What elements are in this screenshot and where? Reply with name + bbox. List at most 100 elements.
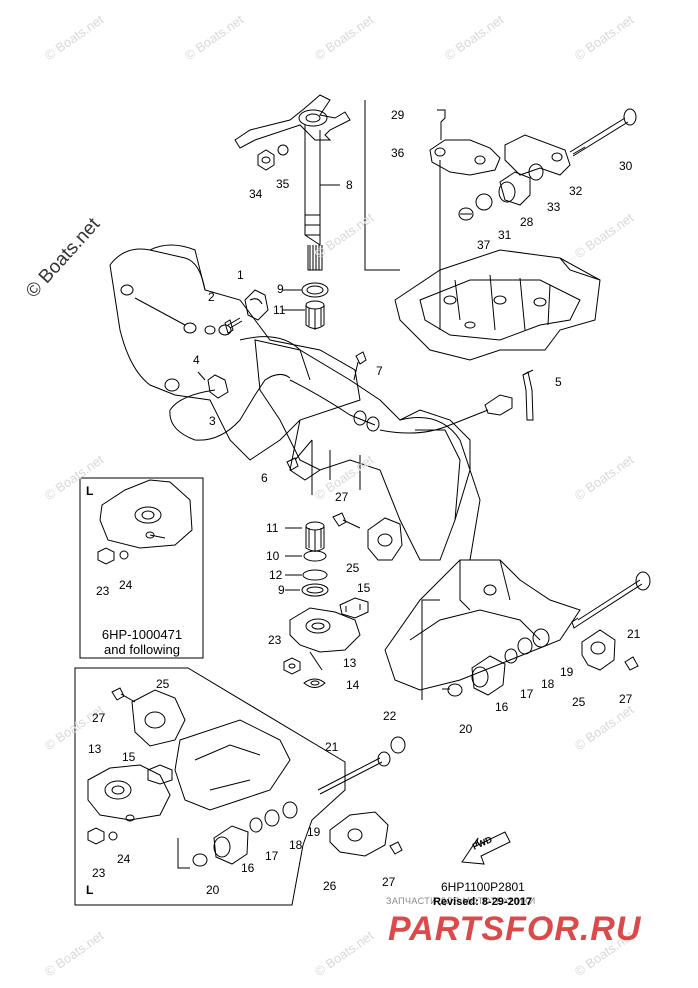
callout-19: 19 xyxy=(560,665,574,679)
callout-16: 16 xyxy=(241,861,255,875)
callout-27: 27 xyxy=(92,711,106,725)
ru-caption: ЗАПЧАСТИ ДЛЯ МОТОТЕХНИКИ xyxy=(386,896,536,906)
callout-25: 25 xyxy=(156,677,170,691)
lead-5 xyxy=(522,371,534,421)
callout-11: 11 xyxy=(273,303,286,317)
callout-35: 35 xyxy=(276,177,290,191)
callout-27: 27 xyxy=(619,692,633,706)
lower-washer-19 xyxy=(282,801,298,819)
mount-28 xyxy=(499,171,531,206)
cap-25 xyxy=(581,629,616,671)
nut-23 xyxy=(283,657,301,675)
lower-spacer-20 xyxy=(192,853,208,867)
callout-7: 7 xyxy=(376,364,383,378)
bracket-15 xyxy=(339,597,369,619)
callout-26: 26 xyxy=(323,879,337,893)
fwd-arrow xyxy=(461,831,511,865)
washer-18 xyxy=(532,628,550,648)
steering-arm xyxy=(234,94,351,149)
washer-35 xyxy=(277,144,289,156)
callout-9: 9 xyxy=(278,583,285,597)
lower-washer-18 xyxy=(264,809,280,827)
spacer-37 xyxy=(458,207,474,221)
callout-2: 2 xyxy=(208,290,215,304)
callout-15: 15 xyxy=(357,581,371,595)
callout-6: 6 xyxy=(261,471,268,485)
bolt-27 xyxy=(332,512,361,529)
callout-25: 25 xyxy=(572,695,586,709)
callout-4: 4 xyxy=(193,353,200,367)
inset-corner-label: L xyxy=(86,484,94,498)
partsfor-logo: PARTSFOR.RU xyxy=(388,910,642,948)
inset-note-line1: 6HP-1000471 xyxy=(101,627,183,642)
washer-19 xyxy=(517,637,533,655)
washer-17 xyxy=(504,648,518,664)
o-ring-10 xyxy=(303,550,327,562)
callout-31: 31 xyxy=(498,228,512,242)
lower-cap-26 xyxy=(329,811,389,857)
clip-14 xyxy=(303,678,326,688)
lower-bracket-25 xyxy=(131,689,186,747)
mount-16 xyxy=(471,655,506,696)
inset-note-line2: and following xyxy=(104,642,180,657)
steering-shaft xyxy=(304,125,321,246)
callout-16: 16 xyxy=(495,700,509,714)
clip-4 xyxy=(207,374,229,399)
washer-9-lower xyxy=(301,583,329,597)
lower-mount-16 xyxy=(213,825,249,865)
lower-bolt-21 xyxy=(317,757,383,795)
callout-1: 1 xyxy=(237,268,244,282)
bolt-30 xyxy=(569,117,629,157)
callout-19: 19 xyxy=(307,825,321,839)
upper-clamp-bracket-outline xyxy=(109,248,361,461)
lower-washer-24 xyxy=(108,831,118,841)
inset-washer-24 xyxy=(119,550,129,560)
washer-9-top xyxy=(301,282,329,298)
inset-nut-23 xyxy=(97,547,115,565)
callout-10: 10 xyxy=(266,549,280,563)
callout-29: 29 xyxy=(391,108,405,122)
callout-8: 8 xyxy=(346,178,353,192)
bolt-27b xyxy=(624,656,639,671)
diagram-code: 6HP1100P2801 xyxy=(441,880,525,894)
lower-washer-17 xyxy=(249,817,263,833)
o-ring-12 xyxy=(302,569,328,581)
lower-inset-frame xyxy=(74,667,346,906)
lower-washer-22 xyxy=(390,736,406,754)
steering-arm-13 xyxy=(289,607,361,653)
bolt-21 xyxy=(577,579,643,625)
callout-23: 23 xyxy=(96,584,110,598)
nut-34 xyxy=(257,149,275,171)
callout-18: 18 xyxy=(541,677,555,691)
washer-31 xyxy=(475,193,493,211)
callout-28: 28 xyxy=(520,215,534,229)
bracket-36 xyxy=(429,139,501,176)
lower-mount-housing xyxy=(384,559,581,691)
callout-22: 22 xyxy=(383,709,397,723)
callout-27: 27 xyxy=(382,875,396,889)
bracket-hole xyxy=(120,284,134,296)
bracket-25 xyxy=(367,517,403,561)
lower-bolt-27c xyxy=(389,841,403,855)
clamp-1 xyxy=(244,289,269,321)
callout-9: 9 xyxy=(277,282,284,296)
callout-14: 14 xyxy=(346,678,360,692)
callout-32: 32 xyxy=(569,184,583,198)
callout-20: 20 xyxy=(206,883,220,897)
revised-date: Revised: 8-29-2017 xyxy=(433,896,533,908)
lower-bolt-27 xyxy=(111,687,136,703)
callout-11: 11 xyxy=(266,521,279,535)
callout-17: 17 xyxy=(265,849,279,863)
callout-5: 5 xyxy=(555,375,562,389)
lower-inset-corner-label: L xyxy=(86,883,94,897)
callout-17: 17 xyxy=(520,687,534,701)
callout-36: 36 xyxy=(391,146,405,160)
callout-13: 13 xyxy=(343,656,357,670)
spacer-20 xyxy=(447,683,463,697)
callout-33: 33 xyxy=(547,200,561,214)
lower-nut-23 xyxy=(87,827,105,845)
callout-24: 24 xyxy=(119,578,133,592)
callout-15: 15 xyxy=(122,750,136,764)
lower-bracket-15 xyxy=(147,764,173,785)
